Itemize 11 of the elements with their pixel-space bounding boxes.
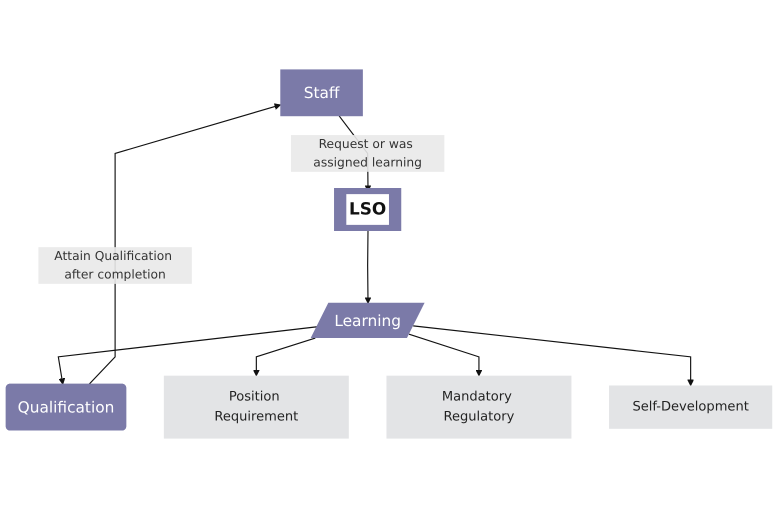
arrow [252,338,316,376]
edge-label: Request or was assigned learning [313,136,422,170]
node-box: Self-Development [609,385,772,429]
arrow [413,325,694,386]
node-box: Position Requirement [164,376,349,439]
edge-label: Attain Qualification after completion [54,248,172,282]
arrow [88,103,281,385]
arrow [408,334,482,376]
node-box: Mandatory Regulatory [386,376,572,439]
node-box: Staff [280,69,363,116]
arrow [58,326,318,385]
